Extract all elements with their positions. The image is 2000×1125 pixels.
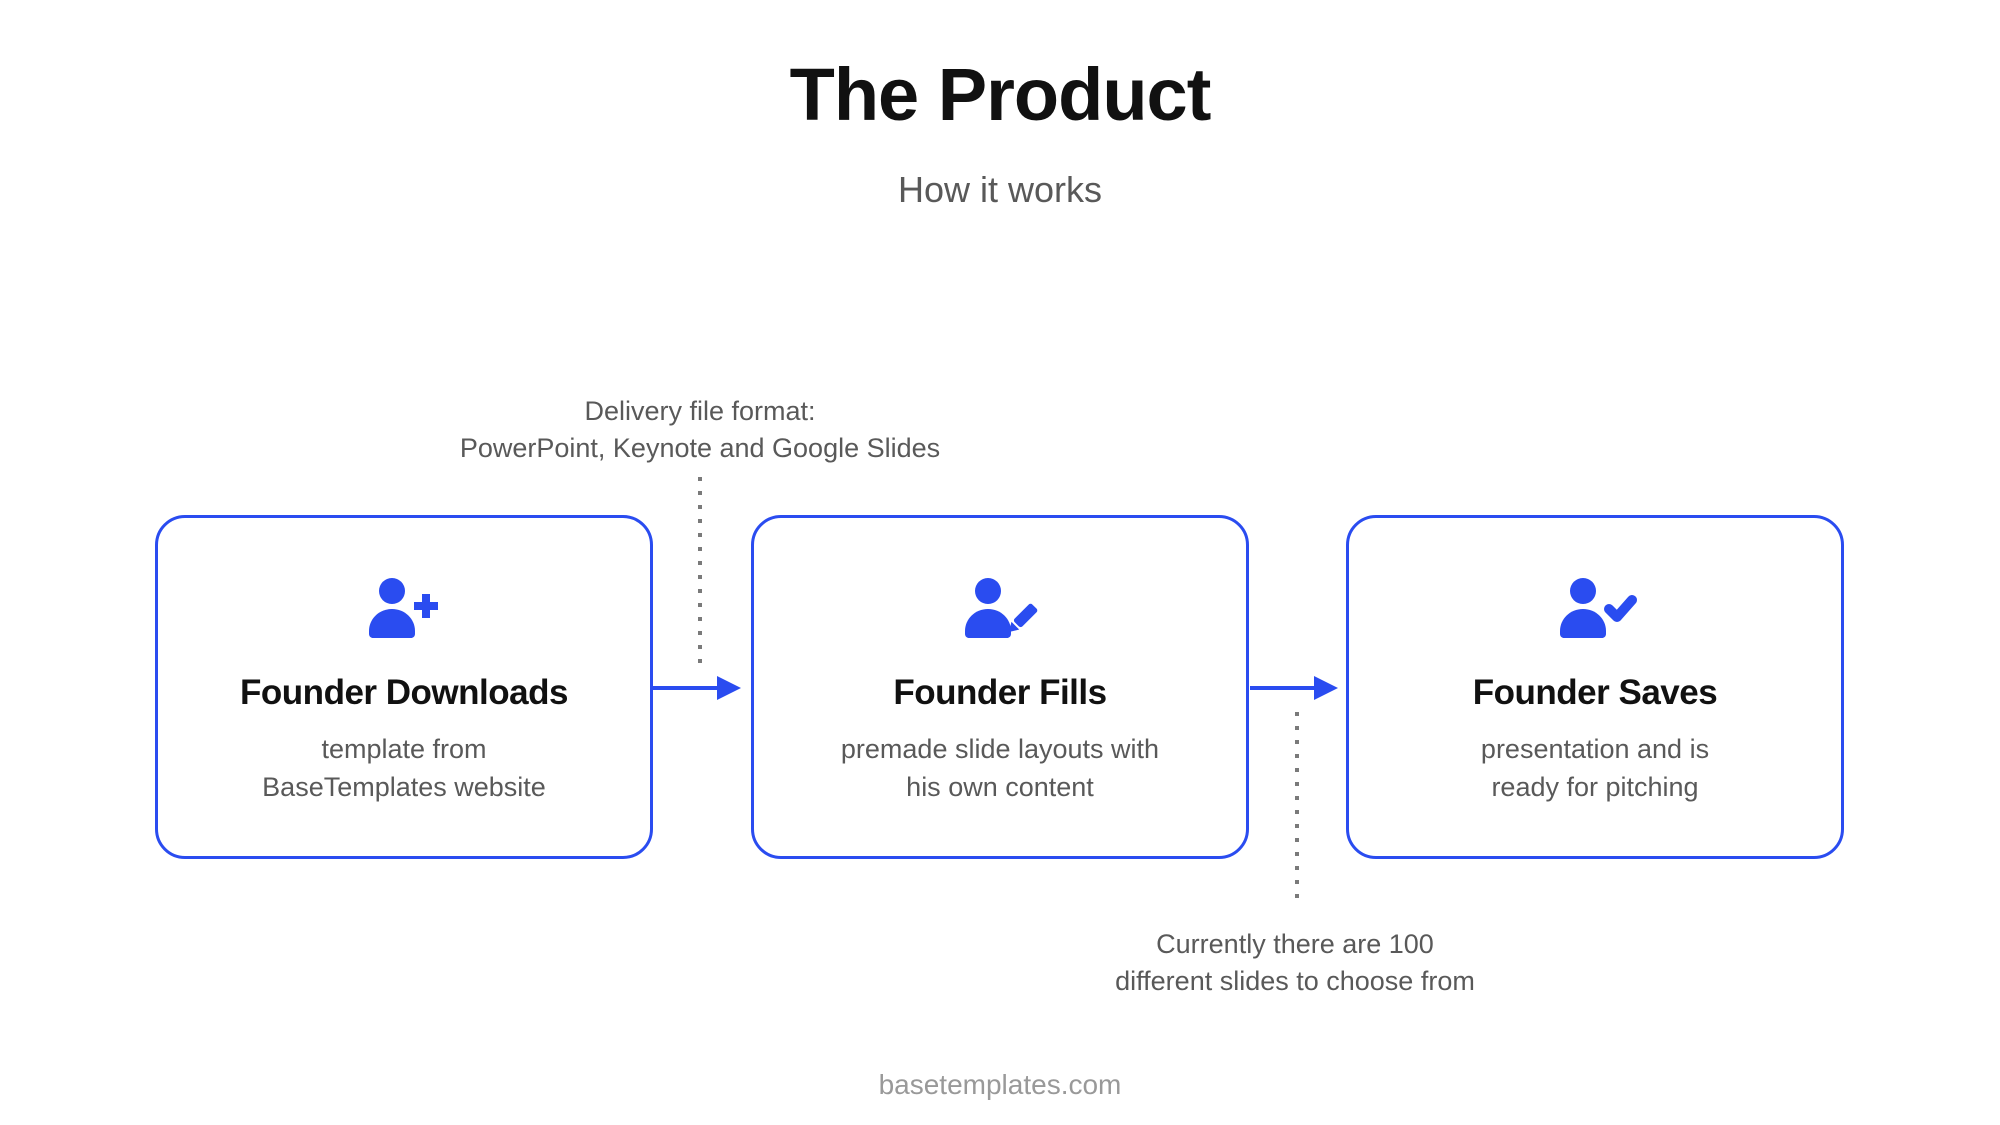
annotation-line: PowerPoint, Keynote and Google Slides	[459, 433, 941, 463]
step-card-founder-downloads: Founder Downloads template from BaseTemp…	[155, 515, 653, 859]
user-pen-icon	[965, 578, 1038, 638]
user-plus-icon	[369, 578, 438, 638]
annotation-delivery-format: Delivery file format: PowerPoint, Keynot…	[400, 393, 1000, 467]
step-description-line: template from	[321, 734, 487, 764]
flow-arrow-2	[1250, 686, 1316, 690]
flow-arrow-1-head	[717, 676, 741, 700]
step-description-line: presentation and is	[1480, 734, 1710, 764]
annotation-line: Currently there are 100	[1156, 929, 1434, 959]
dotted-connector-bottom	[1295, 712, 1299, 906]
step-description: template from BaseTemplates website	[262, 730, 546, 806]
step-card-founder-saves: Founder Saves presentation and is ready …	[1346, 515, 1844, 859]
step-description-line: ready for pitching	[1491, 772, 1699, 802]
step-title: Founder Fills	[893, 673, 1107, 712]
step-description: presentation and is ready for pitching	[1481, 730, 1709, 806]
step-title: Founder Saves	[1472, 673, 1718, 712]
flow-arrow-1	[653, 686, 719, 690]
footer-website: basetemplates.com	[878, 1069, 1122, 1100]
annotation-slide-count: Currently there are 100 different slides…	[995, 926, 1595, 1000]
annotation-line: Delivery file format:	[584, 396, 816, 426]
step-card-founder-fills: Founder Fills premade slide layouts with…	[751, 515, 1249, 859]
step-description-line: his own content	[906, 772, 1094, 802]
step-description: premade slide layouts with his own conte…	[841, 730, 1159, 806]
user-check-icon	[1560, 578, 1637, 638]
page-subtitle: How it works	[897, 169, 1103, 210]
flow-arrow-2-head	[1314, 676, 1338, 700]
step-description-line: premade slide layouts with	[840, 734, 1160, 764]
dotted-connector-top	[698, 477, 702, 669]
step-title: Founder Downloads	[240, 673, 568, 712]
step-description-line: BaseTemplates website	[262, 772, 546, 802]
page-title: The Product	[789, 53, 1212, 136]
annotation-line: different slides to choose from	[1115, 966, 1475, 996]
